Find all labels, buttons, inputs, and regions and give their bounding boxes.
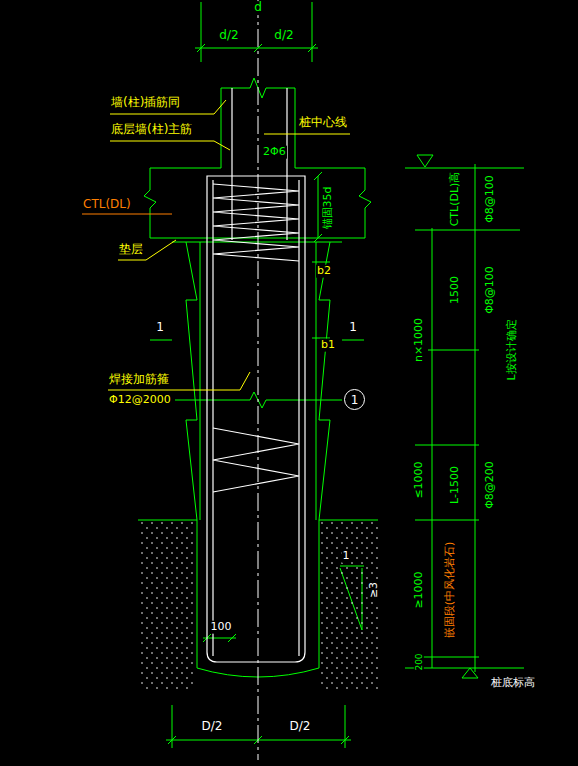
annotation-label: 1 [155,321,165,335]
dimension-text: ≥3 [368,581,381,599]
annotation-label: 1 [348,321,358,335]
spiral-hoop [213,428,299,492]
dimension-text: Φ8@100 [484,174,497,224]
dimension-text: 200 [414,652,424,671]
annotation-label: 2Φ6 [262,146,287,159]
annotation-label: 100 [210,621,233,634]
callout-number: 1 [351,394,359,406]
dimension-text: CTL(DL)高 [449,171,462,228]
annotation-label: d/2 [273,29,294,43]
dimension-text: 锚固35d [322,186,335,231]
dimension-text: ≥1000 [413,570,426,609]
dimension-text: Φ8@100 [484,265,497,315]
dimension-text: L-1500 [449,465,462,505]
spiral-hoop [213,184,299,261]
annotation-label: 底层墙(柱)主筋 [110,123,193,137]
annotation-label: b2 [316,265,332,278]
annotation-label: CTL(DL) [82,198,132,212]
dimension-text: Φ8@200 [484,460,497,510]
dimension-text: L按设计确定 [506,318,519,381]
annotation-label: 1 [342,550,351,563]
annotation-label: 焊接加筋箍 [108,373,170,387]
callout-circle: 1 [344,389,365,410]
annotation-label: Φ12@2000 [108,394,172,407]
annotation-label: b1 [320,339,336,352]
annotation-label: D/2 [289,720,312,734]
dimension-text: 嵌固段(中风化岩石) [444,541,457,640]
annotation-label: 墙(柱)插筋同 [110,96,181,110]
annotation-label: d/2 [218,29,239,43]
annotation-label: 桩底标高 [490,677,536,690]
annotation-label: d [253,1,263,15]
annotation-label: 桩中心线 [298,116,348,130]
dimension-text: 1500 [449,275,462,305]
annotation-label: 垫层 [118,243,144,257]
annotation-label: D/2 [201,720,224,734]
dimension-text: ≤1000 [413,460,426,499]
dimension-text: n×1000 [413,317,426,363]
